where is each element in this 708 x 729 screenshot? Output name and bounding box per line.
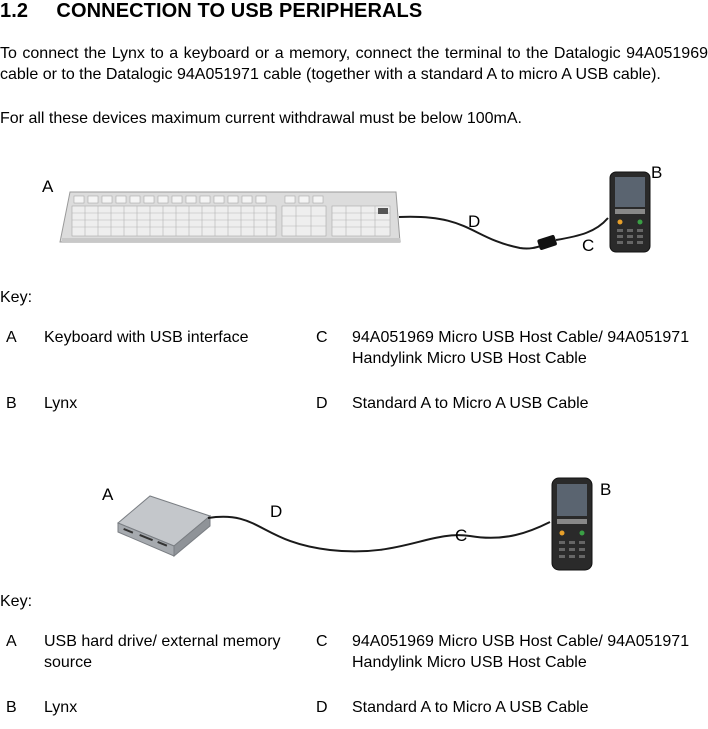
usb-cable-line (208, 517, 550, 552)
section-title: CONNECTION TO USB PERIPHERALS (56, 0, 422, 22)
figure1-label-a: A (42, 177, 54, 196)
key2-description: USB hard drive/ external memory source (44, 631, 316, 691)
key2-title: Key: (0, 593, 32, 611)
key1-letter: B (0, 387, 44, 414)
key1-description: Lynx (44, 387, 316, 414)
key2-description: Standard A to Micro A USB Cable (352, 691, 708, 718)
key1-row: A Keyboard with USB interface C 94A05196… (0, 327, 708, 387)
current-note: For all these devices maximum current wi… (0, 108, 708, 129)
key2-row: B Lynx D Standard A to Micro A USB Cable (0, 691, 708, 718)
cable-connector (537, 234, 558, 250)
figure1-label-d: D (468, 212, 480, 231)
figure2-label-b: B (600, 480, 611, 499)
keyboard-connection-figure: A B C D (0, 150, 708, 270)
usb-drive-image (118, 496, 210, 556)
key2-description: Lynx (44, 691, 316, 718)
memory-connection-figure: A B C D (0, 470, 708, 575)
key2-letter: A (0, 631, 44, 691)
key2-description: 94A051969 Micro USB Host Cable/ 94A05197… (352, 631, 708, 691)
key1-letter: C (316, 327, 352, 387)
key1-letter: D (316, 387, 352, 414)
intro-paragraph: To connect the Lynx to a keyboard or a m… (0, 43, 708, 85)
key1-description: Keyboard with USB interface (44, 327, 316, 387)
figure2-label-d: D (270, 502, 282, 521)
key1-description: Standard A to Micro A USB Cable (352, 387, 708, 414)
key2-row: A USB hard drive/ external memory source… (0, 631, 708, 691)
figure2-label-c: C (455, 526, 467, 545)
key1-table: A Keyboard with USB interface C 94A05196… (0, 327, 708, 414)
lynx-terminal-image (610, 172, 650, 252)
key2-letter: B (0, 691, 44, 718)
figure1-label-c: C (582, 236, 594, 255)
key1-letter: A (0, 327, 44, 387)
figure2-label-a: A (102, 485, 114, 504)
key2-letter: D (316, 691, 352, 718)
section-heading: 1.2 CONNECTION TO USB PERIPHERALS (0, 0, 422, 23)
key2-letter: C (316, 631, 352, 691)
section-number: 1.2 (0, 0, 28, 22)
key2-table: A USB hard drive/ external memory source… (0, 631, 708, 718)
key1-title: Key: (0, 289, 32, 307)
key1-description: 94A051969 Micro USB Host Cable/ 94A05197… (352, 327, 708, 387)
lynx-terminal-image (552, 478, 592, 570)
figure1-label-b: B (651, 163, 662, 182)
keyboard-image (60, 192, 400, 242)
key1-row: B Lynx D Standard A to Micro A USB Cable (0, 387, 708, 414)
